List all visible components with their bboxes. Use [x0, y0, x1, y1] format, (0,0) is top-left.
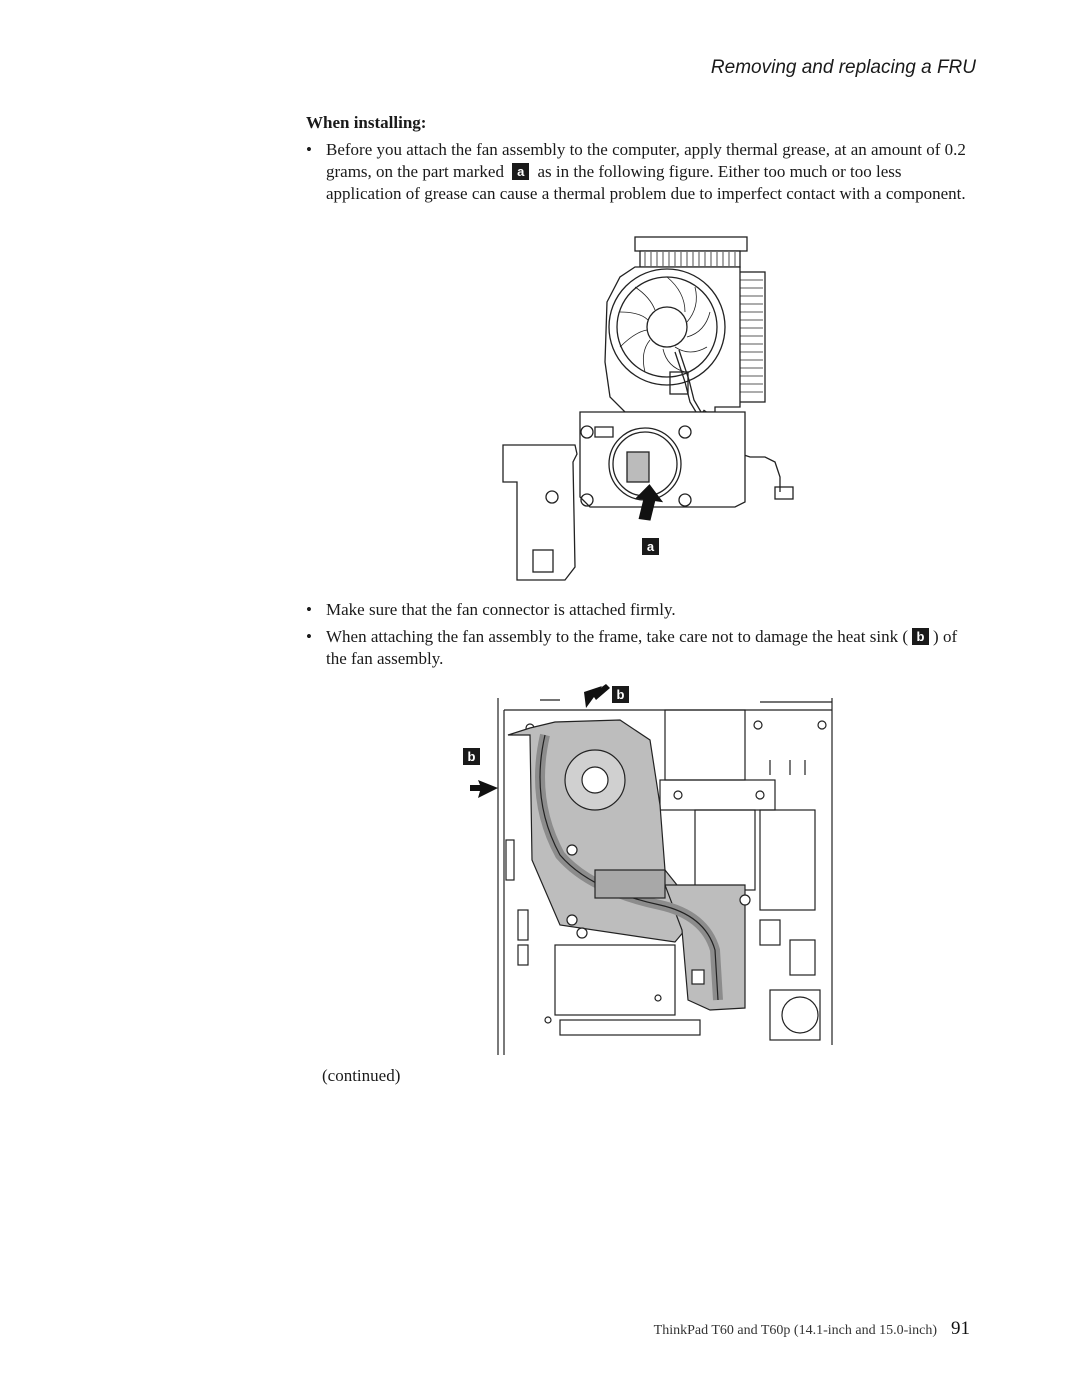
callout-b-left-marker	[463, 748, 480, 765]
callout-a-label: a	[647, 539, 655, 554]
page-footer: ThinkPad T60 and T60p (14.1-inch and 15.…	[654, 1318, 970, 1340]
bullet-marker: •	[306, 140, 312, 159]
callout-a-marker	[642, 538, 659, 555]
callout-b-top-marker	[612, 686, 629, 703]
section-title: When installing:	[306, 113, 427, 132]
footer-text: ThinkPad T60 and T60p (14.1-inch and 15.…	[653, 1323, 937, 1338]
callout-b-top-label: b	[617, 687, 625, 702]
bullet-text-part: When attaching the fan assembly to the f…	[326, 627, 909, 646]
bullet-text: Make sure that the fan connector is atta…	[326, 600, 676, 619]
callout-b-left-label: b	[468, 749, 476, 764]
frame-installation-figure: b b	[463, 684, 833, 1055]
bullet-text: When attaching the fan assembly to the f…	[326, 626, 966, 670]
page-header-title: Removing and replacing a FRU	[710, 57, 976, 78]
bullet-text: Before you attach the fan assembly to th…	[326, 139, 966, 205]
bullet-marker: •	[306, 627, 312, 646]
callout-a-badge: a	[512, 163, 530, 180]
bullet-text-part: Before you attach the fan assembly to th…	[326, 140, 966, 181]
bullet-item-heatsink: • When attaching the fan assembly to the…	[306, 626, 966, 670]
fan-assembly-figure: a	[502, 236, 794, 581]
bullet-marker: •	[306, 600, 312, 619]
continued-note: (continued)	[322, 1066, 401, 1085]
bullet-item-connector: • Make sure that the fan connector is at…	[306, 599, 966, 621]
bullet-item-grease: • Before you attach the fan assembly to …	[306, 139, 966, 205]
callout-b-badge: b	[912, 628, 930, 645]
bullet-text-part: as in the following figure. Either too m…	[326, 162, 966, 203]
page-number: 91	[951, 1318, 970, 1339]
bullet-text-part: ) of the fan assembly.	[326, 627, 958, 668]
